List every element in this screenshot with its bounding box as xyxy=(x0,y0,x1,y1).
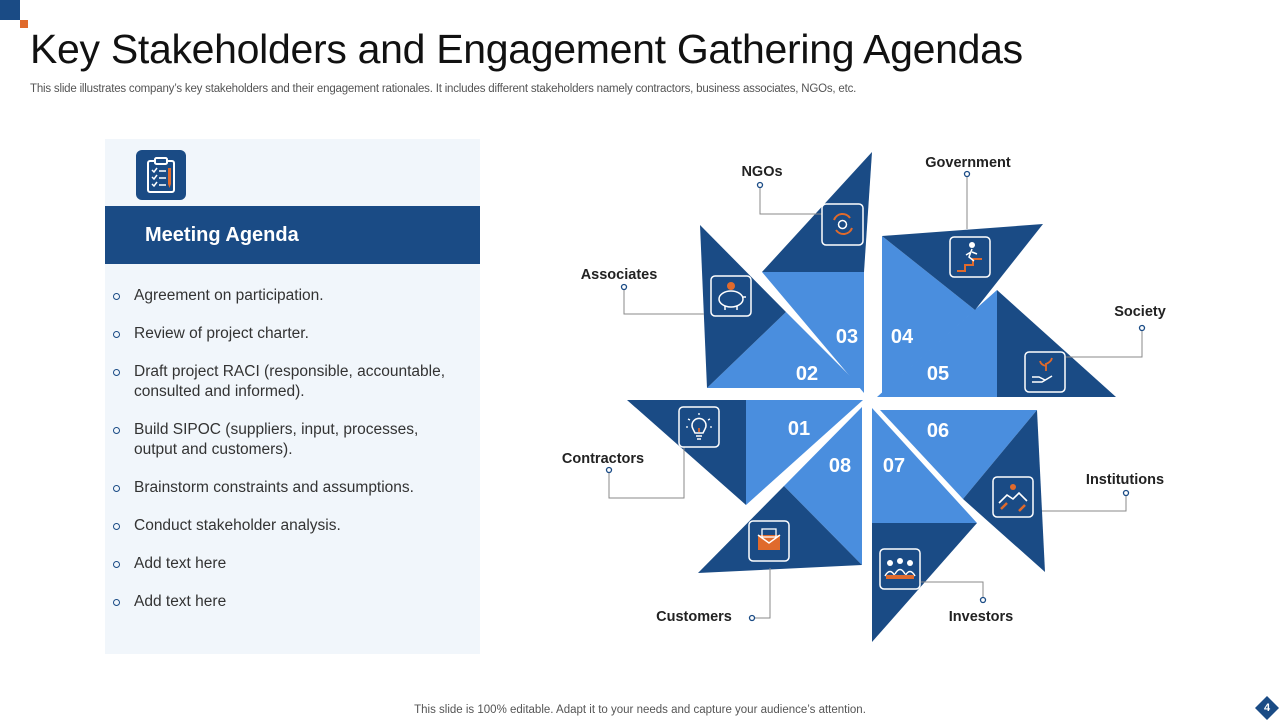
connector-institutions xyxy=(1042,493,1127,512)
bullet-circle-icon xyxy=(113,427,120,434)
bullet-circle-icon xyxy=(113,369,120,376)
list-item: Brainstorm constraints and assumptions. xyxy=(105,478,465,498)
agenda-panel: Meeting Agenda Agreement on participatio… xyxy=(105,139,480,654)
bullet-circle-icon xyxy=(113,561,120,568)
stakeholder-label: Customers xyxy=(656,609,732,625)
list-item-text: Build SIPOC (suppliers, input, processes… xyxy=(134,421,419,458)
list-item: Add text here xyxy=(105,592,465,612)
bullet-circle-icon xyxy=(113,331,120,338)
stakeholder-label: Institutions xyxy=(1086,472,1164,488)
connector-ngos xyxy=(759,185,822,215)
stakeholder-label: Associates xyxy=(581,267,658,283)
stakeholder-number: 08 xyxy=(829,455,851,477)
list-item: Conduct stakeholder analysis. xyxy=(105,516,465,536)
list-item-text: Add text here xyxy=(134,593,227,610)
stakeholder-number: 04 xyxy=(891,326,914,348)
handshake-icon xyxy=(992,476,1034,518)
bullet-circle-icon xyxy=(113,293,120,300)
stakeholder-label: Society xyxy=(1114,304,1166,320)
connector-dot xyxy=(620,283,628,291)
segment-03 xyxy=(762,272,864,393)
page-number-badge: 4 xyxy=(1255,696,1279,720)
bullet-circle-icon xyxy=(113,523,120,530)
stakeholder-number: 01 xyxy=(788,418,810,440)
connector-dot xyxy=(979,596,987,604)
stakeholder-number: 06 xyxy=(927,420,949,442)
list-item-text: Draft project RACI (responsible, account… xyxy=(134,363,446,400)
stakeholder-label: Government xyxy=(925,155,1011,171)
clipboard-icon xyxy=(136,150,186,200)
segment-04 xyxy=(882,236,975,393)
recycle-icon xyxy=(821,203,864,246)
corner-accent-blue xyxy=(0,0,20,20)
list-item-text: Review of project charter. xyxy=(134,325,309,342)
stakeholder-number: 02 xyxy=(796,363,818,385)
connector-dot xyxy=(756,181,764,189)
connector-associates xyxy=(623,287,704,315)
connector-dot xyxy=(1138,324,1146,332)
list-item-text: Conduct stakeholder analysis. xyxy=(134,517,341,534)
connector-dot xyxy=(748,614,756,622)
connector-dot xyxy=(963,170,971,178)
lightbulb-icon xyxy=(678,406,720,448)
bullet-circle-icon xyxy=(113,599,120,606)
meeting-people-icon xyxy=(879,548,921,590)
stakeholder-label: NGOs xyxy=(741,164,782,180)
segment-01 xyxy=(746,400,863,505)
segment-07 xyxy=(872,408,977,523)
stakeholder-number: 03 xyxy=(836,326,858,348)
list-item: Draft project RACI (responsible, account… xyxy=(105,362,465,402)
piggy-bank-icon xyxy=(710,275,752,317)
list-item-text: Brainstorm constraints and assumptions. xyxy=(134,479,414,496)
stakeholder-label: Investors xyxy=(949,609,1013,625)
connector-customers xyxy=(752,568,771,619)
stakeholder-number: 07 xyxy=(883,455,905,477)
connector-dot xyxy=(1122,489,1130,497)
connector-contractors xyxy=(608,445,685,499)
list-item: Build SIPOC (suppliers, input, processes… xyxy=(105,420,465,460)
stakeholder-number: 05 xyxy=(927,363,949,385)
connector-investors xyxy=(921,581,984,600)
diamond-icon xyxy=(1255,696,1279,720)
connector-society xyxy=(1066,328,1143,358)
connector-dot xyxy=(605,466,613,474)
segment-08 xyxy=(784,407,862,565)
page-subtitle: This slide illustrates company’s key sta… xyxy=(30,83,857,95)
page-title: Key Stakeholders and Engagement Gatherin… xyxy=(30,26,1023,72)
bullet-circle-icon xyxy=(113,485,120,492)
agenda-list: Agreement on participation. Review of pr… xyxy=(105,286,465,630)
list-item: Review of project charter. xyxy=(105,324,465,344)
list-item-text: Agreement on participation. xyxy=(134,287,324,304)
segment-02 xyxy=(707,312,862,388)
envelope-icon xyxy=(748,520,790,562)
segment-05 xyxy=(877,290,997,397)
list-item: Add text here xyxy=(105,554,465,574)
list-item: Agreement on participation. xyxy=(105,286,465,306)
segment-06 xyxy=(880,410,1037,499)
footer-note: This slide is 100% editable. Adapt it to… xyxy=(414,704,866,716)
stakeholder-label: Contractors xyxy=(562,451,644,467)
corner-accent-orange xyxy=(20,20,28,28)
page-number: 4 xyxy=(1263,702,1271,714)
climbing-stairs-icon xyxy=(949,236,991,278)
agenda-heading: Meeting Agenda xyxy=(105,206,480,264)
hand-plant-icon xyxy=(1024,351,1066,393)
list-item-text: Add text here xyxy=(134,555,227,572)
